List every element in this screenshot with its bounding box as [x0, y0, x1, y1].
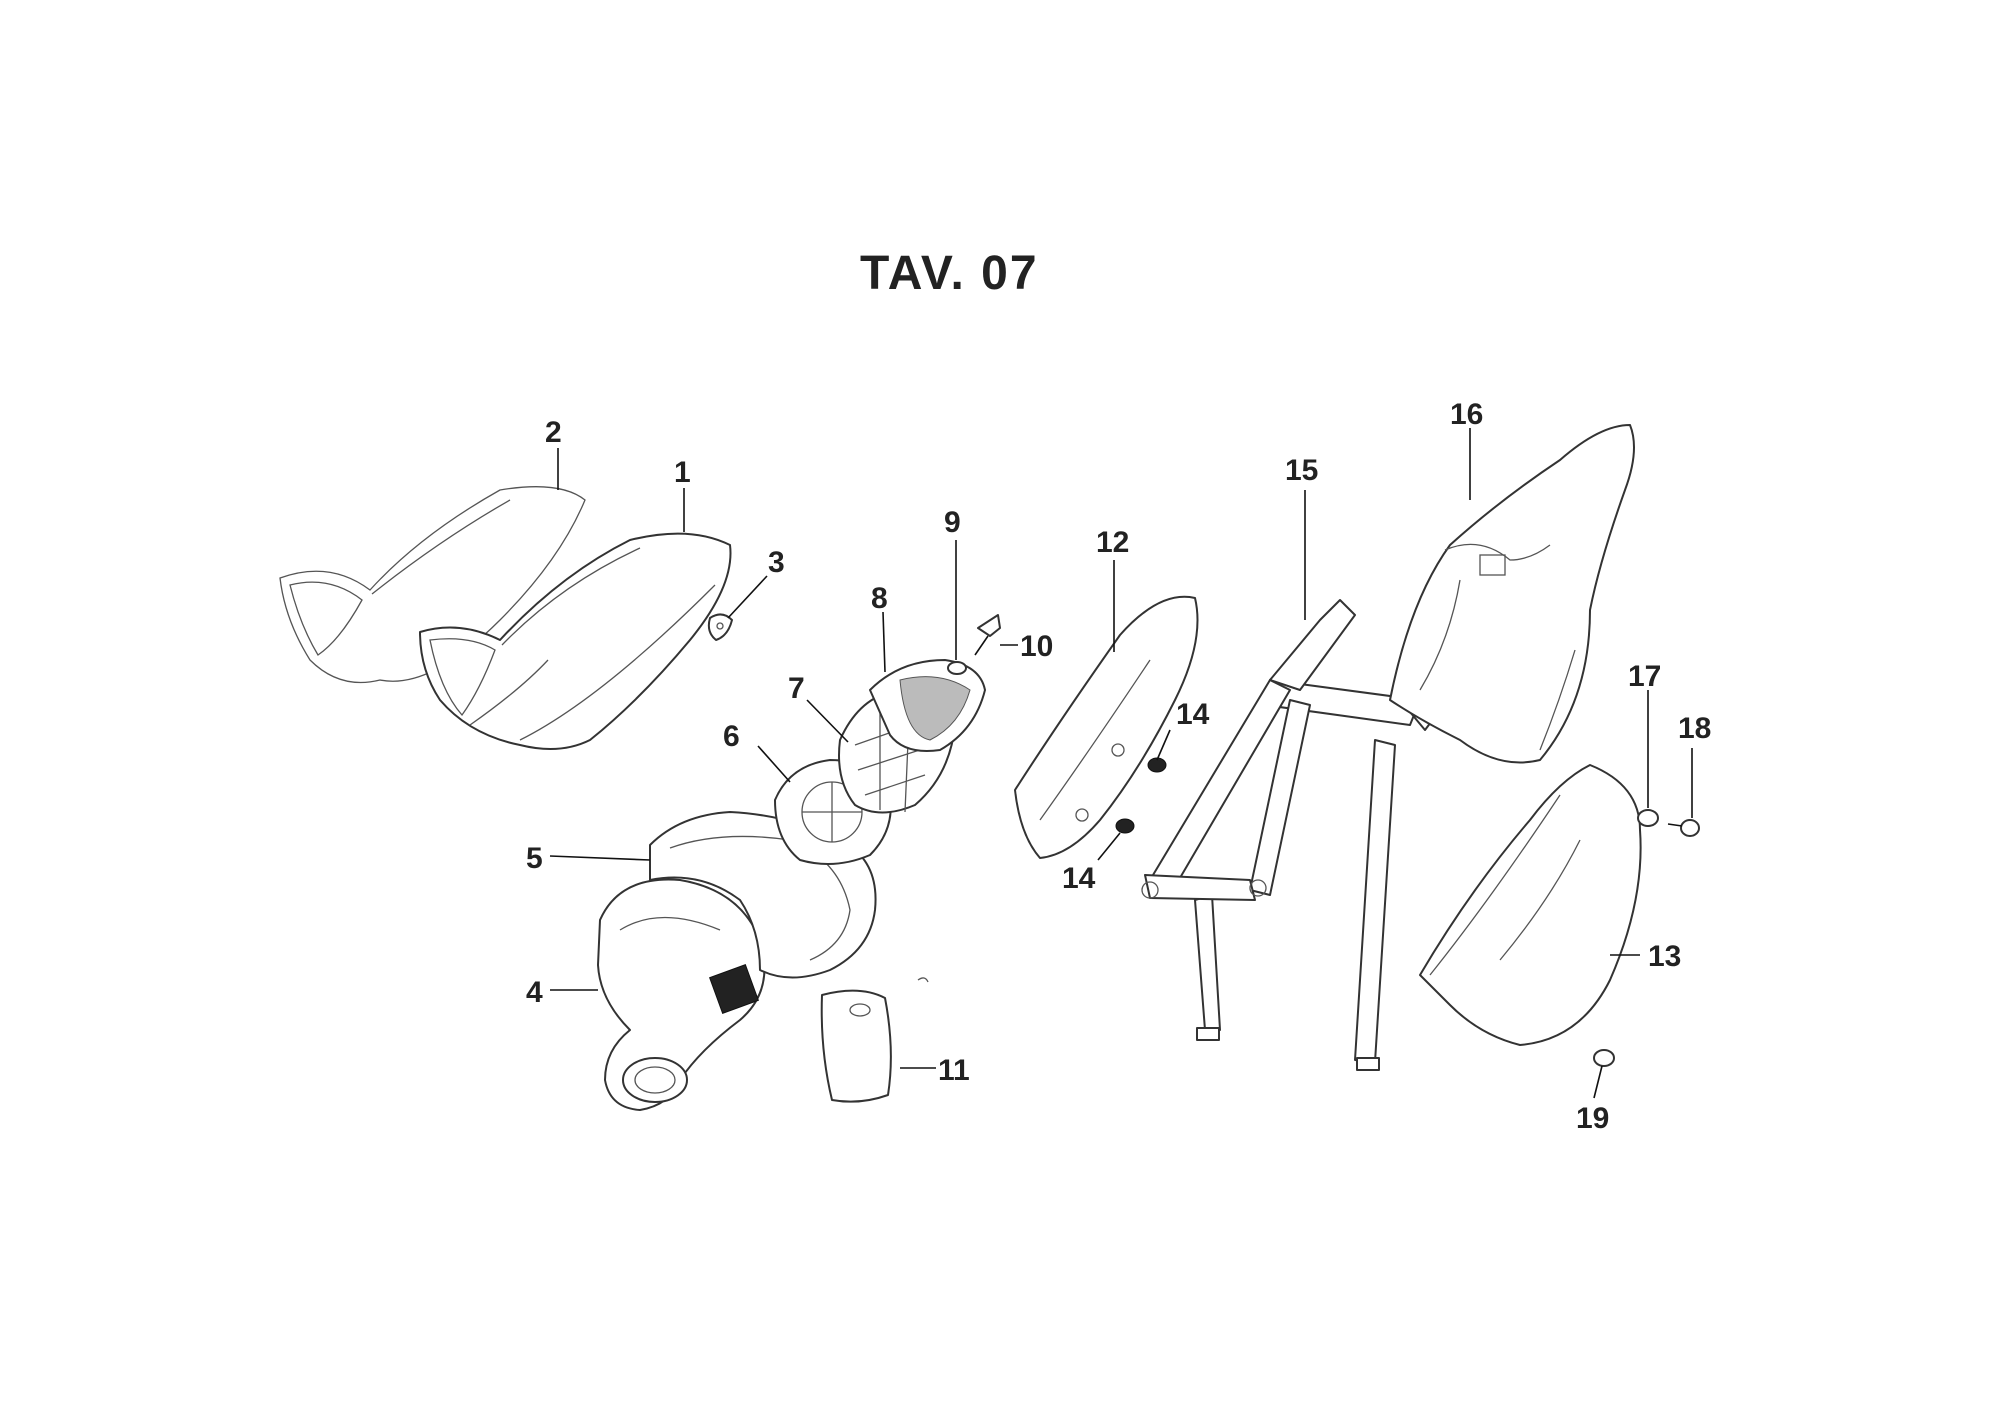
leader-lines	[549, 428, 1693, 1099]
part-13-side-panel-right	[1419, 764, 1642, 1046]
label-part-5: 5	[526, 842, 543, 875]
label-part-15: 15	[1285, 454, 1318, 487]
label-part-13: 13	[1648, 940, 1681, 973]
part-12-side-panel-left	[1014, 595, 1199, 859]
part-8-air-filter	[869, 659, 986, 752]
label-part-17: 17	[1628, 660, 1661, 693]
label-part-12: 12	[1096, 526, 1129, 559]
part-10-wing-screw	[974, 614, 1001, 656]
part-4-airbox-lower	[597, 878, 766, 1111]
part-18-screw	[1667, 819, 1700, 837]
part-19-screw	[1593, 1049, 1615, 1067]
diagram-title: TAV. 07	[860, 247, 1039, 300]
part-14-screw-lower	[1115, 818, 1135, 834]
label-part-16: 16	[1450, 398, 1483, 431]
part-1-seat	[419, 532, 732, 750]
label-part-14-lower: 14	[1062, 862, 1096, 895]
label-part-10: 10	[1020, 630, 1053, 663]
label-part-19: 19	[1576, 1102, 1609, 1135]
label-part-18: 18	[1678, 712, 1711, 745]
part-2-seat-cover	[279, 486, 586, 684]
label-part-1: 1	[674, 456, 691, 489]
label-part-8: 8	[871, 582, 888, 615]
label-part-9: 9	[944, 506, 961, 539]
label-part-14-upper: 14	[1176, 698, 1210, 731]
part-16-rear-fender	[1389, 424, 1635, 764]
label-part-7: 7	[788, 672, 805, 705]
part-11-flap	[820, 977, 929, 1103]
label-part-2: 2	[545, 416, 562, 449]
part-3-clip	[707, 613, 733, 641]
label-part-11: 11	[938, 1054, 970, 1087]
label-part-3: 3	[768, 546, 785, 579]
part-14-screw-upper	[1147, 757, 1167, 773]
part-9-washer	[947, 661, 967, 675]
label-part-4: 4	[526, 976, 543, 1009]
part-17-spacer	[1637, 809, 1659, 827]
label-part-6: 6	[723, 720, 740, 753]
